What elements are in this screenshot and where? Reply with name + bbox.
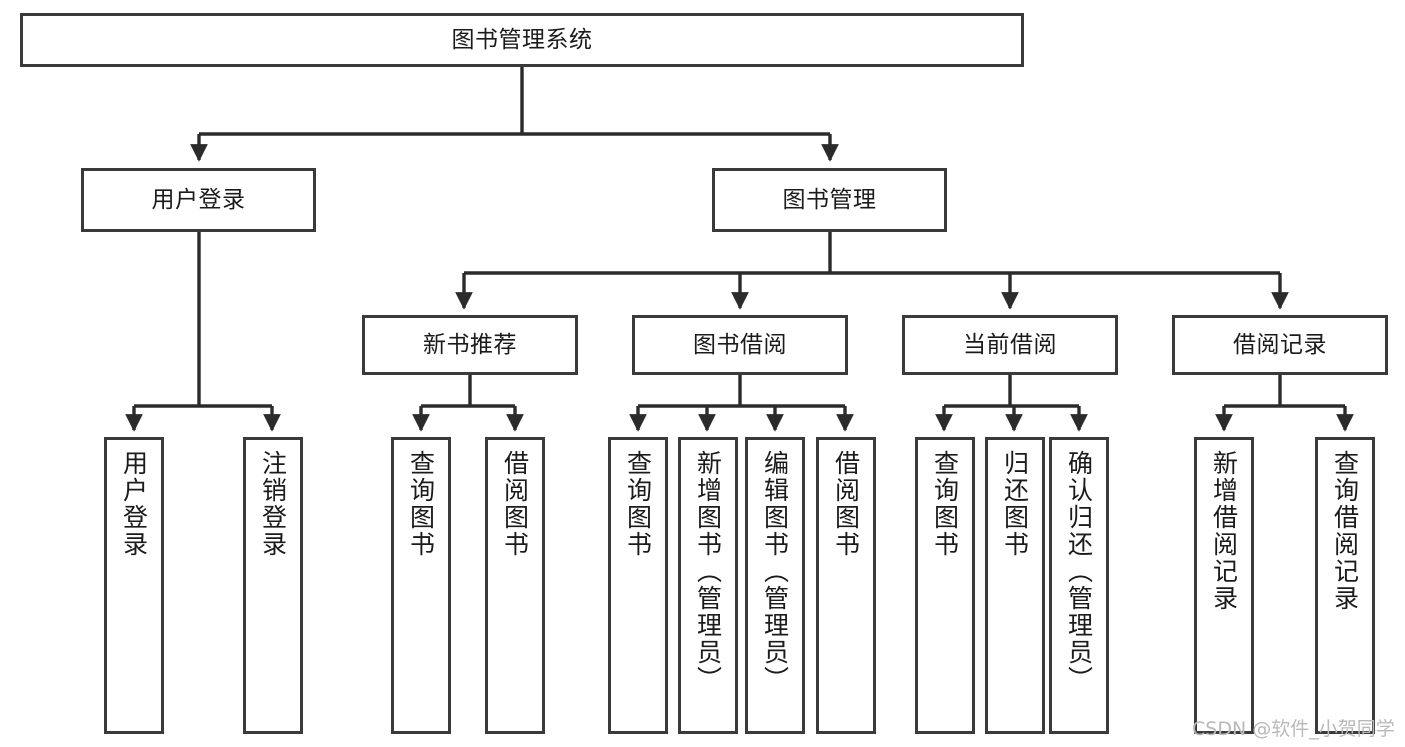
leaf-user-login-signin-label: 用户登录	[119, 450, 149, 558]
leaf-user-login-signout-label: 注销登录	[258, 450, 288, 558]
watermark: CSDN @软件_小贺同学	[1192, 718, 1395, 740]
leaf-borrow-edit-book-label: 编辑图书（管理员）	[760, 450, 790, 693]
leaf-record-add-label: 新增借阅记录	[1209, 450, 1239, 612]
node-current-borrow-label: 当前借阅	[963, 331, 1057, 358]
leaf-new-book-borrow-label: 借阅图书	[500, 450, 530, 558]
leaf-current-confirm-return[interactable]: 确认归还（管理员）	[1049, 437, 1109, 734]
node-root-label: 图书管理系统	[451, 26, 593, 53]
node-new-book-recommend[interactable]: 新书推荐	[362, 315, 578, 375]
node-user-login[interactable]: 用户登录	[81, 168, 316, 232]
node-root[interactable]: 图书管理系统	[20, 13, 1024, 67]
node-current-borrow[interactable]: 当前借阅	[902, 315, 1118, 375]
leaf-current-return-book[interactable]: 归还图书	[985, 437, 1045, 734]
leaf-borrow-query-book[interactable]: 查询图书	[608, 437, 668, 734]
leaf-current-query-book-label: 查询图书	[930, 450, 960, 558]
node-user-login-label: 用户登录	[151, 186, 246, 213]
leaf-borrow-edit-book[interactable]: 编辑图书（管理员）	[745, 437, 805, 734]
leaf-borrow-borrow-book[interactable]: 借阅图书	[816, 437, 876, 734]
leaf-new-book-borrow[interactable]: 借阅图书	[485, 437, 545, 734]
leaf-user-login-signin[interactable]: 用户登录	[104, 437, 164, 734]
leaf-new-book-query-label: 查询图书	[406, 450, 436, 558]
leaf-new-book-query[interactable]: 查询图书	[391, 437, 451, 734]
leaf-current-confirm-return-label: 确认归还（管理员）	[1064, 450, 1094, 693]
leaf-record-query-label: 查询借阅记录	[1330, 450, 1360, 612]
leaf-user-login-signout[interactable]: 注销登录	[243, 437, 303, 734]
node-book-borrow-label: 图书借阅	[693, 331, 787, 358]
leaf-record-add[interactable]: 新增借阅记录	[1194, 437, 1254, 734]
leaf-current-return-book-label: 归还图书	[1000, 450, 1030, 558]
leaf-record-query[interactable]: 查询借阅记录	[1315, 437, 1375, 734]
node-book-borrow[interactable]: 图书借阅	[632, 315, 848, 375]
leaf-borrow-add-book[interactable]: 新增图书（管理员）	[678, 437, 738, 734]
leaf-borrow-add-book-label: 新增图书（管理员）	[693, 450, 723, 693]
node-book-management[interactable]: 图书管理	[712, 168, 947, 232]
leaf-current-query-book[interactable]: 查询图书	[915, 437, 975, 734]
leaf-borrow-borrow-book-label: 借阅图书	[831, 450, 861, 558]
node-new-book-recommend-label: 新书推荐	[423, 331, 517, 358]
node-borrow-record-label: 借阅记录	[1233, 331, 1327, 358]
node-book-management-label: 图书管理	[782, 186, 877, 213]
leaf-borrow-query-book-label: 查询图书	[623, 450, 653, 558]
node-borrow-record[interactable]: 借阅记录	[1172, 315, 1388, 375]
